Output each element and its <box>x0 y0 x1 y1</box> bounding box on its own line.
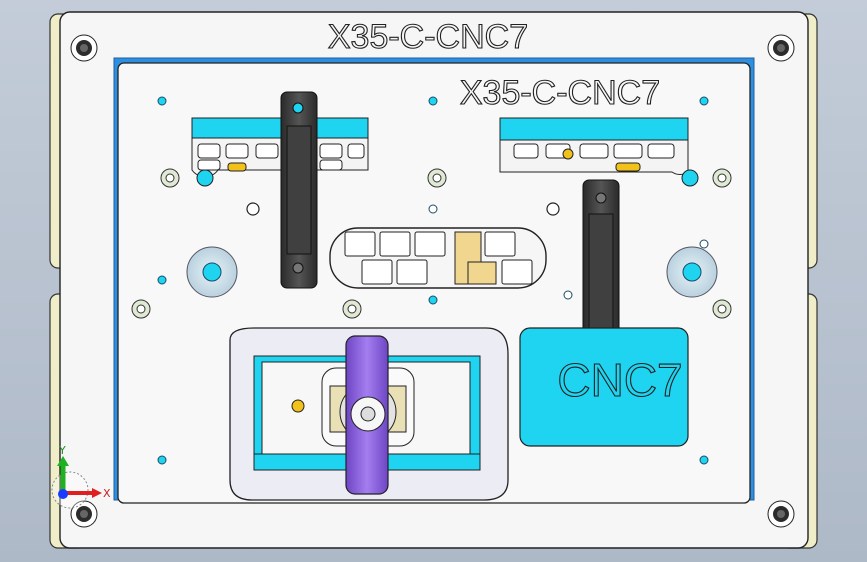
triad-x-label: X <box>103 487 111 500</box>
plate-engraving: X35-C-CNC7 <box>460 74 660 112</box>
center-window <box>329 227 547 289</box>
right-handle[interactable] <box>582 179 620 371</box>
round-locators <box>186 246 718 298</box>
left-cyan-pocket <box>191 117 369 187</box>
clamp-lever[interactable] <box>345 335 389 495</box>
cnc7-pocket: CNC7 <box>519 327 689 447</box>
left-handle[interactable] <box>280 91 318 289</box>
dowel-holes <box>246 202 560 216</box>
base-engraving: X35-C-CNC7 <box>328 18 528 56</box>
right-cyan-pocket <box>499 117 699 187</box>
pocket-engraving: CNC7 <box>557 354 682 406</box>
triad-y-label: Y <box>58 444 66 457</box>
corner-screws <box>70 34 795 528</box>
locating-bolts <box>131 168 732 319</box>
coordinate-triad: Y X <box>51 444 111 509</box>
z-axis-marker <box>58 489 68 499</box>
